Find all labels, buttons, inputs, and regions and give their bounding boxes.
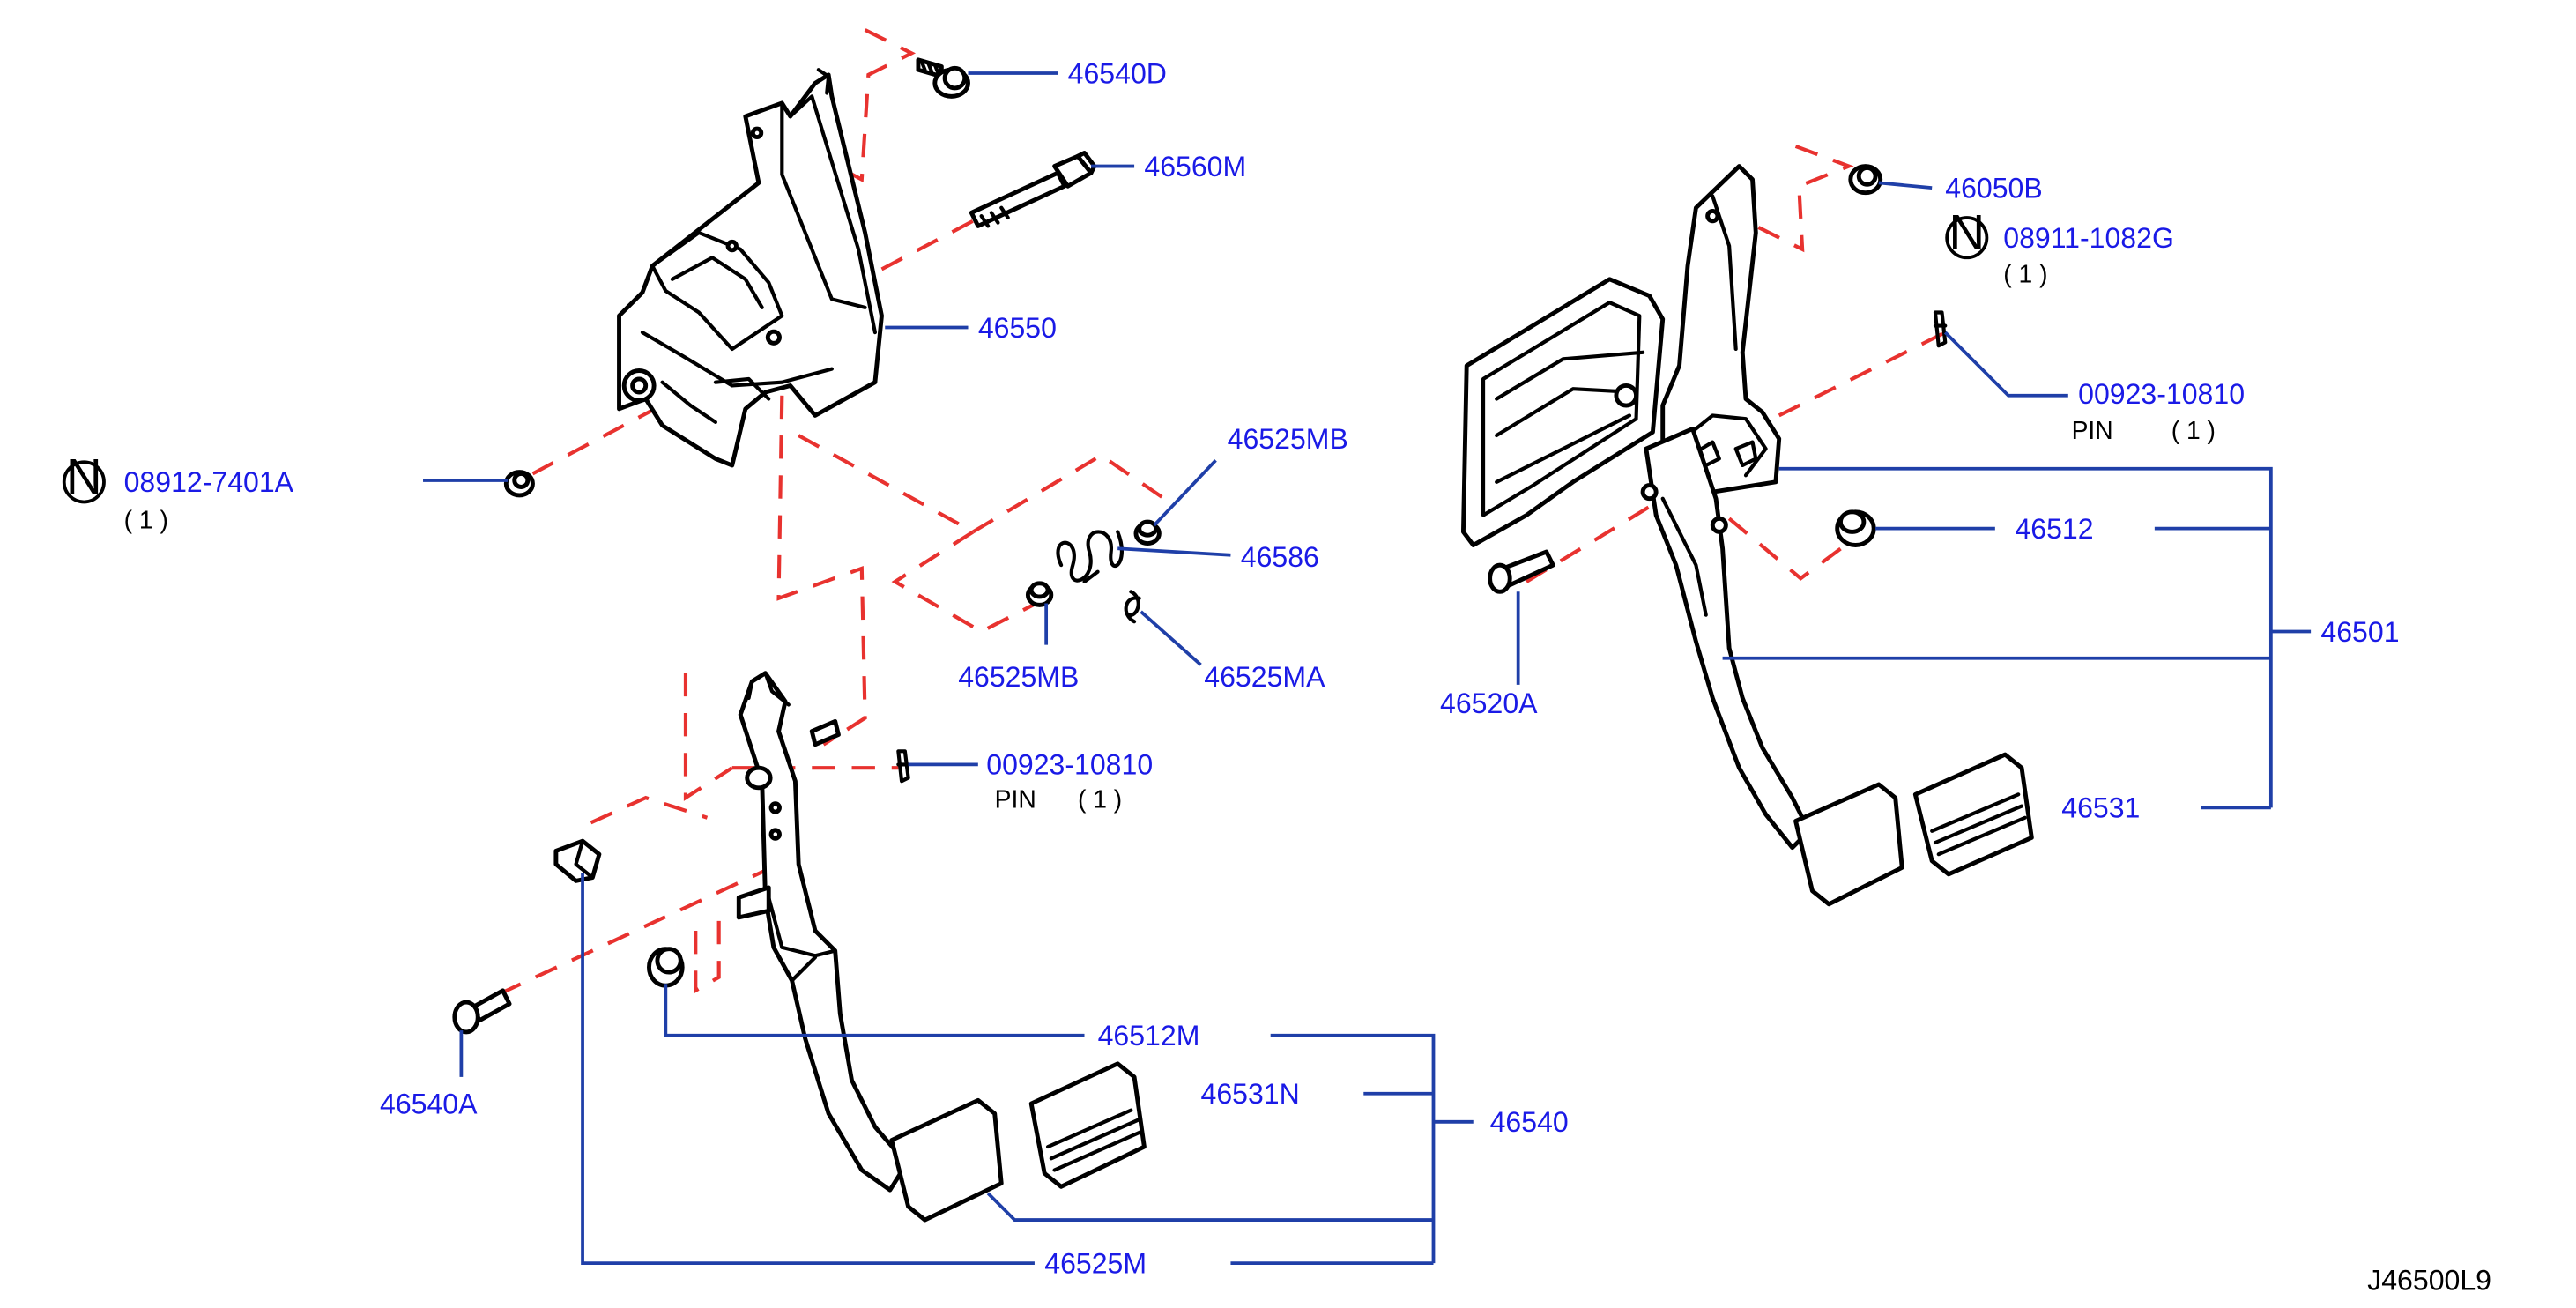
callout-46550[interactable]: 46550	[978, 312, 1057, 344]
callout-08911-1082g[interactable]: 08911-1082G	[2003, 222, 2174, 254]
callout-46560m[interactable]: 46560M	[1144, 151, 1246, 182]
n-marker-left-text: N	[66, 449, 102, 504]
callout-46525mb-bottom[interactable]: 46525MB	[958, 661, 1079, 693]
bolt-46560m	[969, 151, 1097, 228]
pin-left-label: PIN	[995, 784, 1036, 813]
pin-left-qty: ( 1 )	[1078, 784, 1122, 813]
callouts: 46540D 46560M 46550 08912-7401A ( 1 ) 46…	[124, 57, 2491, 1296]
clutch-pedal-arm	[736, 671, 909, 1193]
callout-46540[interactable]: 46540	[1490, 1106, 1569, 1138]
nut-46050b	[1848, 164, 1883, 196]
n-marker-right: N	[1945, 204, 1989, 260]
callout-46531[interactable]: 46531	[2061, 792, 2140, 824]
brake-pedal-pad	[1793, 782, 1904, 907]
leader-lines	[423, 71, 2312, 1265]
bolt-46520a	[1488, 549, 1555, 594]
phantom-lines	[498, 28, 1947, 996]
callout-46525mb-top[interactable]: 46525MB	[1228, 423, 1348, 455]
callout-46525m[interactable]: 46525M	[1044, 1247, 1147, 1279]
n-marker-right-text: N	[1949, 204, 1985, 260]
pedal-bracket	[617, 68, 884, 468]
callout-46531n[interactable]: 46531N	[1201, 1078, 1300, 1110]
callout-00923-10810-right[interactable]: 00923-10810	[2078, 378, 2245, 410]
brake-pedal-assembly	[1460, 164, 1812, 851]
diagram-reference: J46500L9	[2367, 1264, 2491, 1296]
callout-00923-10810-left[interactable]: 00923-10810	[986, 749, 1153, 781]
pin-right-label: PIN	[2072, 416, 2113, 444]
callout-46520a[interactable]: 46520A	[1440, 687, 1538, 719]
nut-08912-7401a	[503, 470, 535, 498]
callout-46501[interactable]: 46501	[2320, 616, 2399, 648]
clutch-pad-cover	[1028, 1061, 1147, 1189]
clevis-pin-46540a	[452, 988, 512, 1035]
bolt-46540d	[916, 57, 970, 99]
spring-parts	[1025, 519, 1162, 624]
callout-46525ma[interactable]: 46525MA	[1204, 661, 1325, 693]
callout-46540d[interactable]: 46540D	[1068, 57, 1167, 89]
clutch-pedal-pad	[889, 1097, 1004, 1223]
callout-08912-7401a[interactable]: 08912-7401A	[124, 466, 294, 498]
qty-08912-7401a: ( 1 )	[124, 506, 168, 534]
stopper-46512	[1835, 509, 1876, 547]
pin-left	[896, 749, 910, 784]
callout-46512m[interactable]: 46512M	[1098, 1020, 1200, 1052]
callout-46586[interactable]: 46586	[1241, 541, 1319, 573]
qty-08911-1082g: ( 1 )	[2003, 260, 2047, 288]
callout-46050b[interactable]: 46050B	[1945, 172, 2043, 204]
callout-46540a[interactable]: 46540A	[380, 1088, 478, 1119]
n-marker-left: N	[62, 449, 106, 504]
pin-right	[1933, 310, 1948, 348]
pin-right-qty: ( 1 )	[2171, 416, 2216, 444]
brake-pad-cover	[1912, 752, 2034, 877]
bushing-46525m	[553, 838, 602, 883]
callout-46512[interactable]: 46512	[2015, 513, 2093, 545]
stopper-46512m	[647, 947, 685, 988]
